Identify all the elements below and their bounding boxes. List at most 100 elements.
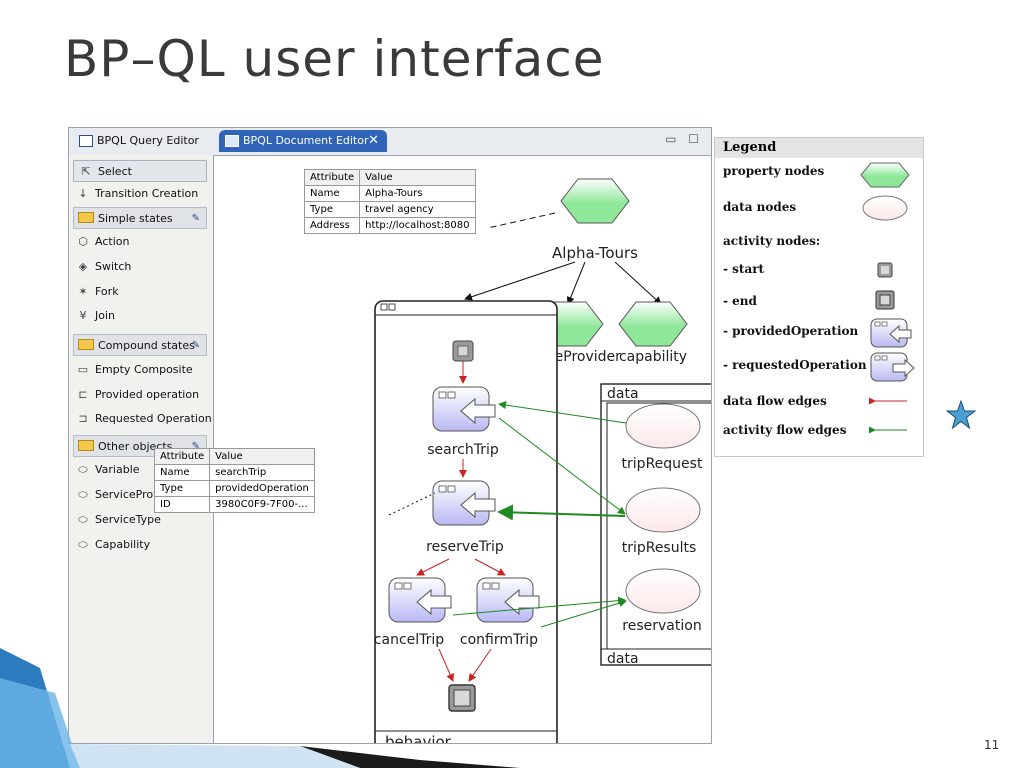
data-node-trip-request[interactable] (625, 403, 701, 449)
tab-bpql-query-editor[interactable]: BPQL Query Editor (73, 130, 215, 152)
legend-activity-flow-edges: activity flow edges (723, 423, 847, 437)
swoosh-shape (300, 746, 520, 768)
drawer-compound-states[interactable]: Compound states ✎ (73, 334, 207, 356)
start-node-symbol (877, 262, 893, 278)
swoosh-shape (0, 678, 80, 768)
legend-data-flow-edges: data flow edges (723, 394, 827, 408)
node-label: reserveTrip (426, 539, 504, 555)
palette-label: Provided operation (95, 388, 200, 401)
node-label: searchTrip (427, 442, 499, 458)
palette-join[interactable]: ¥Join (75, 305, 116, 327)
palette-label: Transition Creation (95, 187, 199, 200)
palette-label: Select (98, 165, 132, 178)
palette-label: ServiceType (95, 513, 161, 526)
node-label: tripResults (622, 540, 697, 556)
activity-flow-edge (498, 417, 626, 515)
folder-icon (78, 440, 94, 451)
property-link-edge (487, 212, 556, 229)
pin-icon[interactable]: ✎ (191, 441, 200, 452)
cell: http://localhost:8080 (359, 217, 476, 234)
property-node-capability[interactable] (618, 301, 688, 347)
bpql-editor-window: BPQL Query Editor BPQL Document Editor ✕… (68, 127, 728, 751)
palette-provided-operation[interactable]: ⊏Provided operation (75, 384, 199, 406)
palette-empty-composite[interactable]: ▭ Empty Composite (75, 359, 193, 381)
tab-label: BPQL Query Editor (97, 134, 199, 147)
palette-variable[interactable]: ⬭Variable (75, 459, 139, 481)
palette-action[interactable]: ⬡ Action (75, 231, 129, 253)
fork-icon: ✶ (78, 285, 88, 298)
action-icon: ⬡ (78, 235, 88, 248)
cell: Alpha-Tours (359, 185, 476, 202)
node-label: tripRequest (622, 456, 703, 472)
palette-label: Switch (95, 260, 132, 273)
composite-icon (380, 303, 388, 311)
palette-service-type[interactable]: ⬭ServiceType (75, 509, 161, 531)
diagram-canvas[interactable]: Alpha-Tours serviceProvider capability b… (213, 155, 728, 751)
palette-requested-operation[interactable]: ⊐ Requested Operation (75, 408, 212, 430)
start-node-symbol-inner (881, 266, 889, 274)
provided-operation-symbol (870, 318, 912, 348)
folder-icon (78, 339, 94, 350)
legend-requested-operation: - requestedOperation (723, 358, 867, 372)
palette-label: Empty Composite (95, 363, 193, 376)
empty-composite-icon: ▭ (77, 363, 89, 376)
pin-icon[interactable]: ✎ (191, 213, 200, 224)
tab-bpql-document-editor[interactable]: BPQL Document Editor ✕ (219, 130, 387, 152)
ellipse-icon: ⬭ (78, 538, 88, 551)
palette-transition-creation[interactable]: ↓Transition Creation (75, 183, 198, 205)
cell: searchTrip (209, 464, 315, 481)
cell: providedOperation (209, 480, 315, 497)
drawer-simple-states[interactable]: Simple states ✎ (73, 207, 207, 229)
legend-panel: Legend property nodes data nodes activit… (714, 137, 924, 457)
palette-fork[interactable]: ✶ Fork (75, 281, 119, 303)
edge-alpha-capability (614, 261, 662, 305)
window-buttons[interactable]: ▭ ☐ (665, 132, 703, 146)
node-label: cancelTrip (374, 632, 444, 648)
operation-reserve-trip[interactable] (432, 480, 496, 526)
property-node-alpha-tours[interactable] (560, 178, 630, 224)
legend-activity-nodes: activity nodes: (723, 234, 821, 248)
data-node-trip-results[interactable] (625, 487, 701, 533)
cell: Type (153, 480, 211, 497)
drawer-label: Simple states (98, 212, 173, 225)
cell: Address (303, 217, 361, 234)
node-label: Alpha-Tours (552, 244, 638, 262)
page-number: 11 (984, 738, 1000, 752)
composite-label: data (607, 651, 639, 667)
data-flow-edge (474, 558, 506, 576)
decorative-swoosh (0, 648, 520, 768)
node-label: capability (619, 349, 687, 365)
palette-select[interactable]: ⇱ Select (73, 160, 207, 182)
data-node-reservation[interactable] (625, 568, 701, 614)
operation-search-trip[interactable] (432, 386, 496, 432)
editor-tab-bar: BPQL Query Editor BPQL Document Editor ✕… (69, 128, 711, 156)
composite-icon (388, 303, 396, 311)
arrow-cursor-icon: ⇱ (81, 165, 91, 178)
cell: Name (303, 185, 361, 202)
edge-alpha-serviceprovider (566, 261, 586, 305)
swoosh-shape (70, 744, 360, 768)
cell: travel agency (359, 201, 476, 218)
header-cell: Attribute (303, 169, 361, 186)
palette-label: Requested Operation (95, 412, 212, 425)
palette-switch[interactable]: ◈Switch (75, 256, 132, 278)
requested-operation-icon: ⊐ (78, 412, 88, 425)
operation-confirm-trip[interactable] (476, 577, 540, 623)
cell: Type (303, 201, 361, 218)
pin-icon[interactable]: ✎ (191, 340, 200, 351)
palette-label: Fork (95, 285, 119, 298)
diagram-svg: Alpha-Tours serviceProvider capability b… (374, 178, 728, 751)
palette-label: Capability (95, 538, 151, 551)
header-cell: Value (209, 448, 315, 465)
palette-capability[interactable]: ⬭ Capability (75, 534, 150, 556)
operation-cancel-trip[interactable] (388, 577, 452, 623)
end-node-inner (453, 689, 471, 707)
requested-operation-symbol (870, 352, 915, 382)
activity-flow-edge (540, 599, 627, 628)
legend-title: Legend (715, 138, 923, 158)
cell: ID (153, 496, 211, 513)
edge-alpha-behavior (464, 261, 576, 301)
close-icon[interactable]: ✕ (368, 133, 379, 148)
palette-label: Action (95, 235, 130, 248)
